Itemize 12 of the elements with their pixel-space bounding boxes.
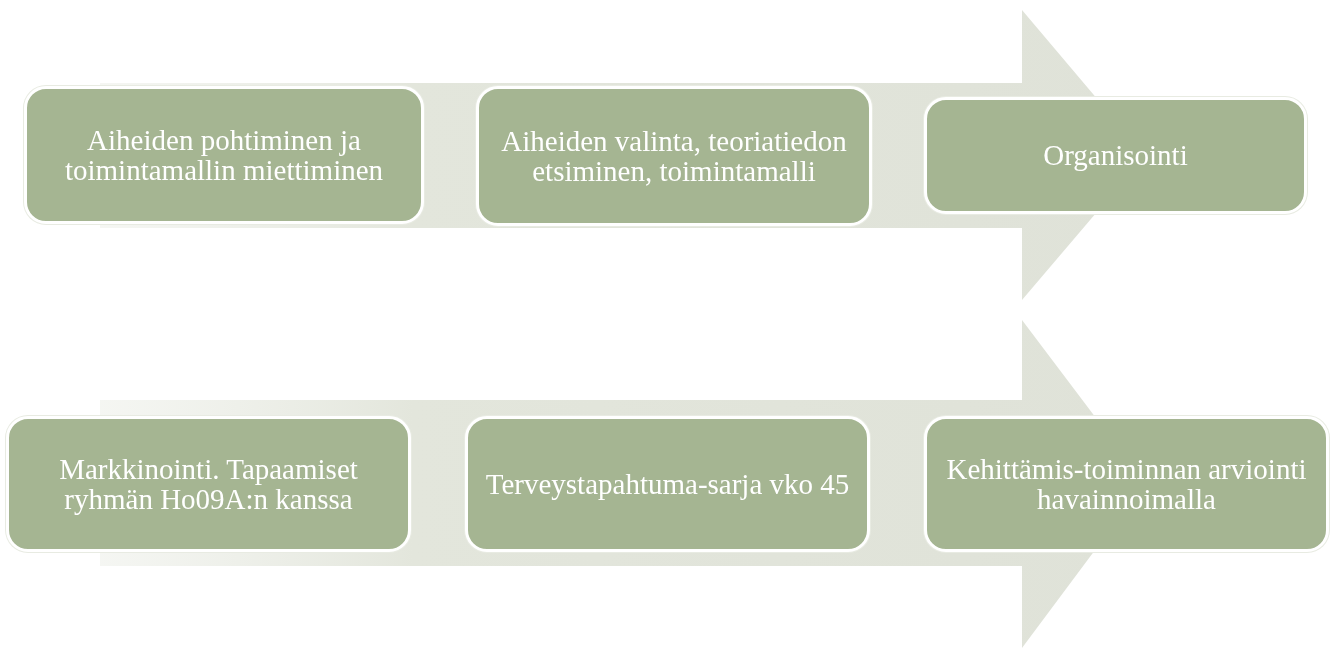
step-text: Terveystapahtuma-sarja vko 45	[484, 468, 851, 500]
process-box	[924, 416, 1329, 552]
process-box	[24, 86, 424, 224]
process-box	[924, 97, 1307, 214]
step-text: Organisointi	[1042, 140, 1189, 171]
process-box	[476, 86, 872, 226]
step-text: Markkinointi. Tapaamiset ryhmän Ho09A:n kanssa	[58, 453, 359, 515]
process-box	[6, 416, 411, 552]
step-text: Aiheiden pohtiminen ja toimintamallin miettiminen	[63, 124, 385, 186]
step-text: Kehittämis-toiminnan arviointi havainnoimalla	[945, 453, 1308, 515]
step-text: Aiheiden valinta, teoriatiedon etsiminen, toimintamalli	[500, 125, 848, 187]
process-box	[465, 416, 870, 552]
